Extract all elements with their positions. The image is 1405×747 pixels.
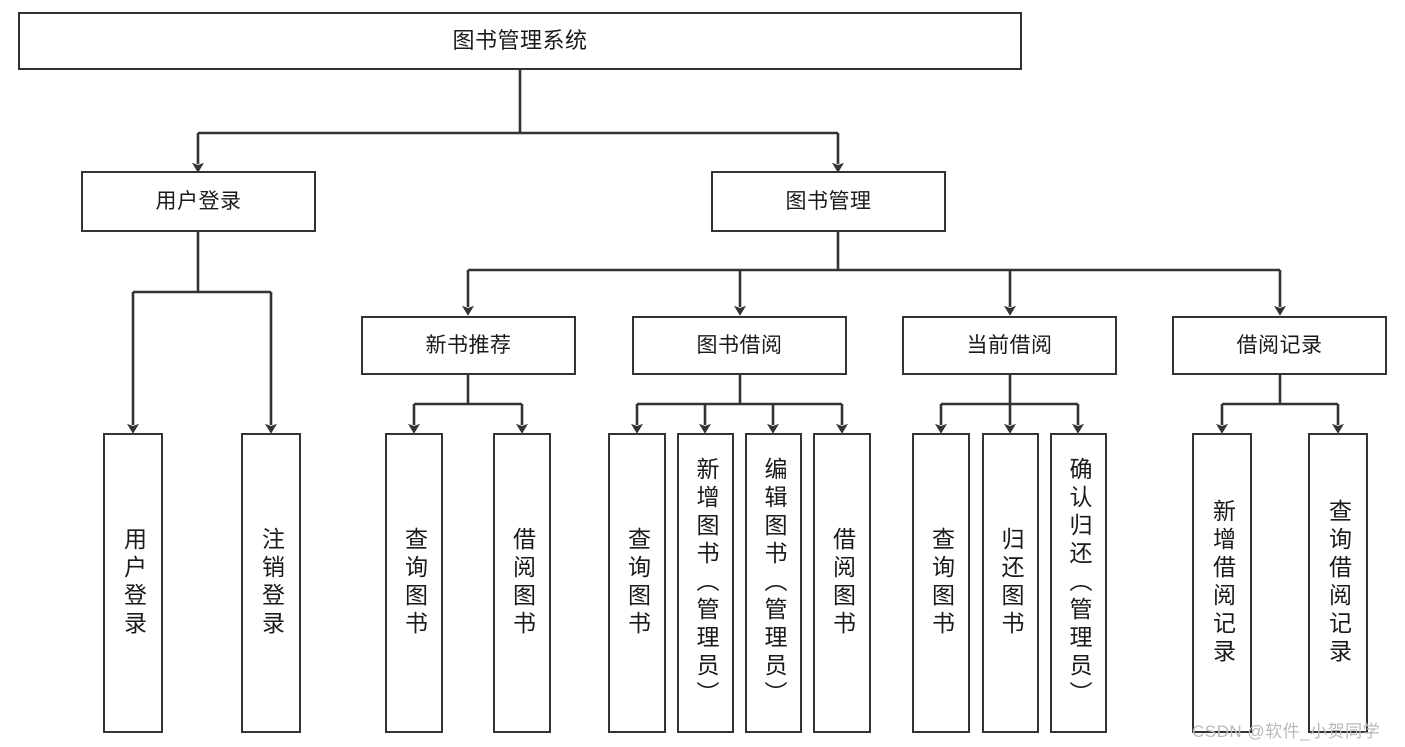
node-leaf-borrow-book[interactable]: 借阅图书: [813, 433, 871, 733]
node-leaf-query-book-borrow[interactable]: 查询图书: [608, 433, 666, 733]
node-label: 新增图书（管理员）: [693, 457, 719, 709]
node-borrow-record[interactable]: 借阅记录: [1172, 316, 1387, 375]
node-current-borrow[interactable]: 当前借阅: [902, 316, 1117, 375]
node-label: 当前借阅: [966, 333, 1053, 357]
node-label: 编辑图书（管理员）: [761, 457, 787, 709]
node-label: 查询图书: [928, 527, 955, 639]
node-leaf-query-book-recommend[interactable]: 查询图书: [385, 433, 443, 733]
node-label: 新增借阅记录: [1209, 499, 1236, 667]
node-label: 新书推荐: [425, 333, 512, 357]
node-label: 用户登录: [155, 189, 242, 213]
node-label: 图书管理系统: [452, 27, 588, 53]
node-leaf-query-book-current[interactable]: 查询图书: [912, 433, 970, 733]
node-leaf-borrow-book-recommend[interactable]: 借阅图书: [493, 433, 551, 733]
node-label: 借阅图书: [829, 527, 856, 639]
node-user-login[interactable]: 用户登录: [81, 171, 316, 232]
node-new-book-recommend[interactable]: 新书推荐: [361, 316, 576, 375]
node-label: 图书借阅: [696, 333, 783, 357]
node-book-borrow[interactable]: 图书借阅: [632, 316, 847, 375]
node-label: 查询借阅记录: [1325, 499, 1352, 667]
node-leaf-user-logout[interactable]: 注销登录: [241, 433, 301, 733]
node-label: 查询图书: [401, 527, 428, 639]
node-leaf-confirm-return[interactable]: 确认归还（管理员）: [1050, 433, 1107, 733]
node-label: 确认归还（管理员）: [1066, 457, 1092, 709]
node-leaf-user-login[interactable]: 用户登录: [103, 433, 163, 733]
node-book-management[interactable]: 图书管理: [711, 171, 946, 232]
node-label: 借阅记录: [1236, 333, 1323, 357]
node-label: 借阅图书: [509, 527, 536, 639]
node-leaf-query-borrow-record[interactable]: 查询借阅记录: [1308, 433, 1368, 733]
node-leaf-edit-book[interactable]: 编辑图书（管理员）: [745, 433, 802, 733]
node-label: 用户登录: [120, 527, 147, 639]
node-leaf-add-book[interactable]: 新增图书（管理员）: [677, 433, 734, 733]
node-leaf-add-borrow-record[interactable]: 新增借阅记录: [1192, 433, 1252, 733]
node-label: 归还图书: [998, 527, 1024, 639]
node-label: 注销登录: [258, 527, 285, 639]
node-label: 查询图书: [624, 527, 651, 639]
node-leaf-return-book[interactable]: 归还图书: [982, 433, 1039, 733]
node-root-book-management-system[interactable]: 图书管理系统: [18, 12, 1022, 70]
watermark-text: CSDN @软件_小贺同学: [1192, 722, 1381, 741]
node-label: 图书管理: [785, 189, 872, 213]
